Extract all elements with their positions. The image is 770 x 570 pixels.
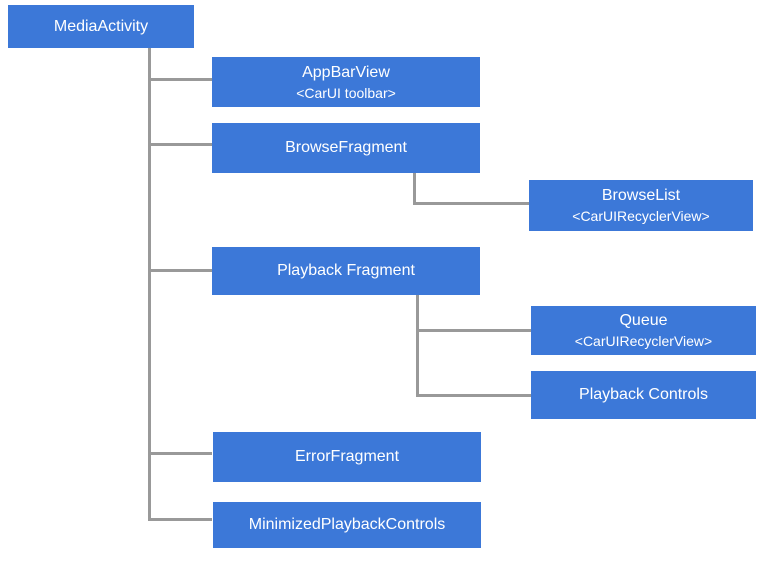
diagram-node-app-bar-view: AppBarView <CarUI toolbar> [212,57,480,107]
diagram-node-playback-controls: Playback Controls [531,371,756,419]
node-label-app-bar-view: AppBarView [302,63,390,81]
diagram-node-browse-fragment: BrowseFragment [212,123,480,173]
node-label-media-activity: MediaActivity [53,17,149,35]
connector-branch-browse-fragment [148,143,212,146]
connector-trunk-browse-fragment [413,173,416,205]
node-sublabel-browse-list: <CarUIRecyclerView> [572,208,710,224]
node-label-browse-list: BrowseList [601,187,681,204]
diagram-node-browse-list: BrowseList <CarUIRecyclerView> [529,180,753,231]
diagram-node-error-fragment: ErrorFragment [213,432,481,482]
node-sublabel-app-bar-view: <CarUI toolbar> [296,84,396,101]
connector-branch-playback-fragment [148,269,212,272]
node-label-playback-controls: Playback Controls [579,386,708,403]
node-sublabel-queue: <CarUIRecyclerView> [574,333,713,349]
connector-trunk-playback-fragment [416,295,419,397]
diagram-node-media-activity: MediaActivity [8,5,194,48]
node-label-browse-fragment: BrowseFragment [285,139,407,156]
node-label-error-fragment: ErrorFragment [294,448,400,465]
node-label-minimized-playback-controls: MinimizedPlaybackControls [248,516,446,533]
diagram-node-playback-fragment: Playback Fragment [212,247,480,295]
diagram-node-minimized-playback-controls: MinimizedPlaybackControls [213,502,481,548]
connector-trunk-media-activity [148,47,151,521]
connector-branch-playback-controls [416,394,531,397]
connector-branch-queue [416,329,531,332]
connector-branch-app-bar-view [148,78,212,81]
node-label-playback-fragment: Playback Fragment [277,262,415,279]
node-label-queue: Queue [619,312,668,329]
connector-branch-error-fragment [148,452,212,455]
connector-branch-minimized-playback-controls [148,518,212,521]
connector-branch-browse-list [413,202,529,205]
diagram-node-queue: Queue <CarUIRecyclerView> [531,306,756,355]
